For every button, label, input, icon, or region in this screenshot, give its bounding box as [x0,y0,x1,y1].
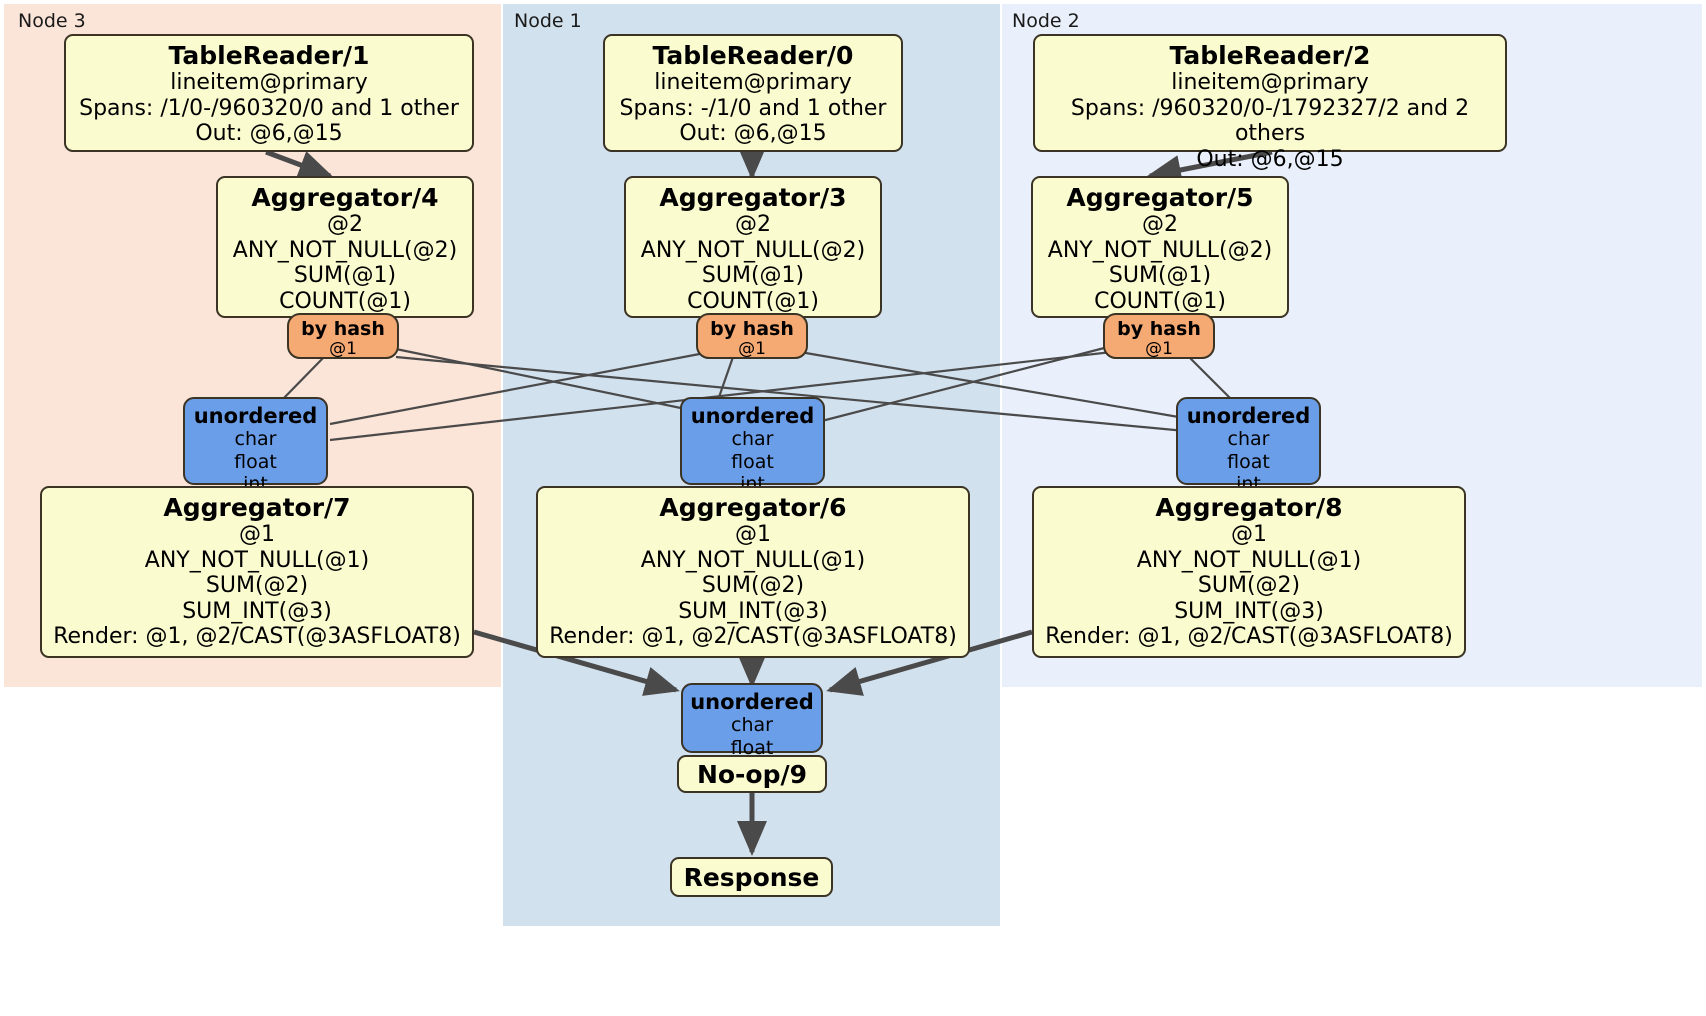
processor-detail: Out: @6,@15 [195,121,343,147]
processor-detail: lineitem@primary [1171,70,1369,95]
processor-detail: SUM(@2) [205,573,309,599]
router-unordered-final[interactable]: unordered char float [681,683,823,759]
router-unordered-mid[interactable]: unordered char float int [680,397,825,495]
processor-tablereader-0[interactable]: TableReader/0 lineitem@primary Spans: -/… [603,34,903,152]
router-detail: float [730,736,774,759]
processor-tablereader-1[interactable]: TableReader/1 lineitem@primary Spans: /1… [64,34,474,152]
processor-detail: Render: @1, @2/CAST(@3ASFLOAT8) [549,624,957,650]
synchronizer-by-hash-mid[interactable]: by hash @1 [696,313,808,359]
processor-detail: Spans: /960320/0-/1792327/2 and 2 others [1070,95,1470,147]
processor-detail: Spans: /1/0-/960320/0 and 1 other [79,95,459,121]
processor-detail: Out: @6,@15 [1196,146,1344,172]
synchronizer-title: by hash [710,318,794,340]
processor-title: Aggregator/6 [659,493,847,522]
processor-aggregator-4[interactable]: Aggregator/4 @2 ANY_NOT_NULL(@2) SUM(@1)… [216,176,474,318]
processor-detail: ANY_NOT_NULL(@2) [1047,237,1273,263]
processor-tablereader-2[interactable]: TableReader/2 lineitem@primary Spans: /9… [1033,34,1507,172]
processor-title: Response [683,862,820,892]
processor-detail: Render: @1, @2/CAST(@3ASFLOAT8) [1045,624,1453,650]
processor-detail: SUM(@1) [293,263,397,289]
processor-detail: @2 [735,212,771,237]
synchronizer-title: by hash [1117,318,1201,340]
processor-title: Aggregator/7 [163,493,351,522]
processor-detail: @1 [1231,522,1267,547]
processor-detail: ANY_NOT_NULL(@2) [640,237,866,263]
processor-detail: SUM(@2) [1197,573,1301,599]
processor-title: Aggregator/3 [659,183,847,212]
router-title: unordered [690,690,814,714]
router-detail: char [731,714,773,737]
synchronizer-by-hash-left[interactable]: by hash @1 [287,313,399,359]
processor-detail: @1 [239,522,275,547]
processor-title: No-op/9 [696,759,808,789]
processor-detail: ANY_NOT_NULL(@2) [232,237,458,263]
processor-detail: SUM_INT(@3) [678,598,828,624]
panel-label-node2: Node 2 [1012,10,1080,32]
processor-title: TableReader/0 [652,41,854,70]
processor-aggregator-8[interactable]: Aggregator/8 @1 ANY_NOT_NULL(@1) SUM(@2)… [1032,486,1466,658]
processor-detail: COUNT(@1) [1094,288,1226,314]
processor-aggregator-7[interactable]: Aggregator/7 @1 ANY_NOT_NULL(@1) SUM(@2)… [40,486,474,658]
router-detail: float [1227,450,1270,473]
synchronizer-detail: @1 [329,338,357,359]
processor-detail: Spans: -/1/0 and 1 other [619,95,887,121]
processor-detail: lineitem@primary [654,70,852,95]
processor-detail: Render: @1, @2/CAST(@3ASFLOAT8) [53,624,461,650]
synchronizer-detail: @1 [738,338,766,359]
processor-aggregator-5[interactable]: Aggregator/5 @2 ANY_NOT_NULL(@2) SUM(@1)… [1031,176,1289,318]
processor-detail: COUNT(@1) [687,288,819,314]
processor-detail: @1 [735,522,771,547]
processor-detail: SUM_INT(@3) [182,598,332,624]
router-unordered-right[interactable]: unordered char float int [1176,397,1321,495]
processor-title: TableReader/1 [168,41,370,70]
router-title: unordered [690,404,815,428]
panel-label-node3: Node 3 [18,10,86,32]
router-unordered-left[interactable]: unordered char float int [183,397,328,495]
processor-title: Aggregator/5 [1066,183,1254,212]
processor-detail: ANY_NOT_NULL(@1) [144,547,370,573]
synchronizer-title: by hash [301,318,385,340]
processor-detail: SUM(@1) [701,263,805,289]
router-detail: char [234,428,277,451]
processor-response[interactable]: Response [670,857,833,897]
router-title: unordered [193,404,318,428]
panel-label-node1: Node 1 [514,10,582,32]
processor-detail: SUM(@1) [1108,263,1212,289]
processor-detail: COUNT(@1) [279,288,411,314]
router-detail: float [234,450,277,473]
processor-aggregator-6[interactable]: Aggregator/6 @1 ANY_NOT_NULL(@1) SUM(@2)… [536,486,970,658]
processor-detail: @2 [1142,212,1178,237]
processor-aggregator-3[interactable]: Aggregator/3 @2 ANY_NOT_NULL(@2) SUM(@1)… [624,176,882,318]
router-detail: char [731,428,774,451]
router-detail: char [1227,428,1270,451]
processor-detail: @2 [327,212,363,237]
processor-detail: lineitem@primary [170,70,368,95]
processor-title: Aggregator/8 [1155,493,1343,522]
router-title: unordered [1186,404,1311,428]
synchronizer-detail: @1 [1145,338,1173,359]
processor-detail: ANY_NOT_NULL(@1) [1136,547,1362,573]
processor-detail: SUM_INT(@3) [1174,598,1324,624]
processor-title: Aggregator/4 [251,183,439,212]
processor-detail: SUM(@2) [701,573,805,599]
synchronizer-by-hash-right[interactable]: by hash @1 [1103,313,1215,359]
processor-no-op-9[interactable]: No-op/9 [677,755,827,793]
processor-detail: Out: @6,@15 [679,121,827,147]
router-detail: float [731,450,774,473]
processor-title: TableReader/2 [1169,41,1371,70]
processor-detail: ANY_NOT_NULL(@1) [640,547,866,573]
